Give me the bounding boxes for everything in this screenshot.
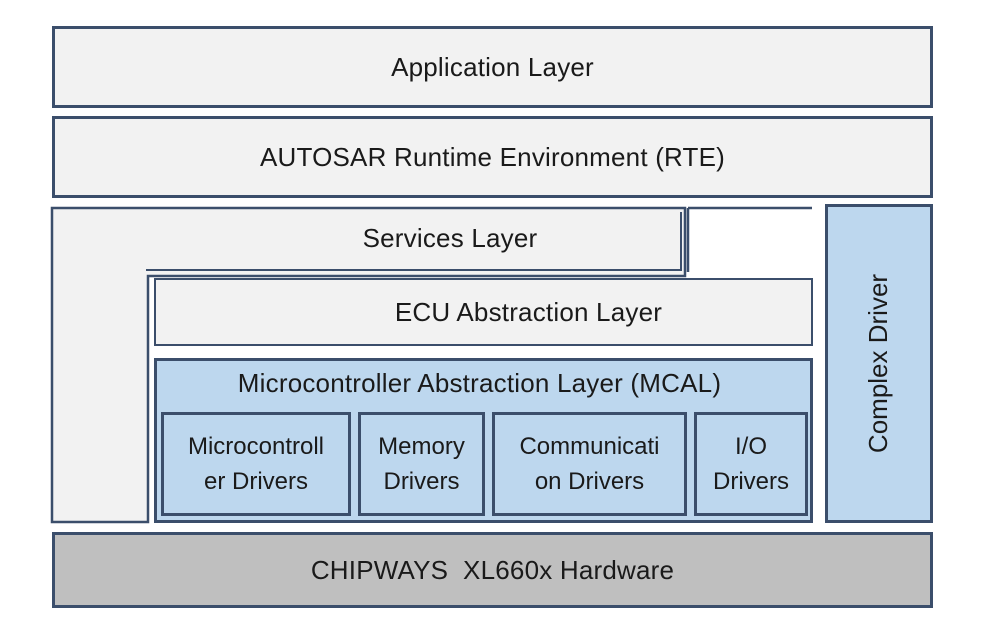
complex-driver-label: Complex Driver bbox=[863, 273, 894, 454]
mcal-layer-label: Microcontroller Abstraction Layer (MCAL) bbox=[237, 368, 722, 398]
communication-drivers: Communicati on Drivers bbox=[492, 412, 687, 516]
complex-driver: Complex Driver bbox=[825, 204, 933, 523]
services-layer: Services Layer bbox=[200, 216, 700, 260]
application-layer-label: Application Layer bbox=[391, 52, 594, 82]
communication-drivers-line1: Communicati bbox=[519, 433, 660, 460]
ecu-abstraction-layer-label: ECU Abstraction Layer bbox=[394, 297, 663, 327]
microcontroller-drivers-line2: er Drivers bbox=[203, 468, 308, 495]
memory-drivers-line1: Memory bbox=[378, 433, 465, 460]
io-drivers-line1: I/O bbox=[734, 433, 767, 460]
io-drivers-line2: Drivers bbox=[713, 468, 789, 495]
rte-layer: AUTOSAR Runtime Environment (RTE) bbox=[52, 116, 933, 198]
rte-layer-label: AUTOSAR Runtime Environment (RTE) bbox=[259, 142, 726, 172]
application-layer: Application Layer bbox=[52, 26, 933, 108]
ecu-abstraction-layer: ECU Abstraction Layer bbox=[154, 278, 813, 346]
microcontroller-drivers-line1: Microcontroll bbox=[187, 433, 325, 460]
memory-drivers: Memory Drivers bbox=[358, 412, 485, 516]
io-drivers: I/O Drivers bbox=[694, 412, 808, 516]
hardware-layer: CHIPWAYS XL660x Hardware bbox=[52, 532, 933, 608]
communication-drivers-line2: on Drivers bbox=[534, 468, 645, 495]
microcontroller-drivers: Microcontroll er Drivers bbox=[161, 412, 351, 516]
memory-drivers-line2: Drivers bbox=[383, 468, 460, 495]
services-layer-label: Services Layer bbox=[362, 223, 538, 253]
hardware-layer-label: CHIPWAYS XL660x Hardware bbox=[310, 555, 675, 585]
